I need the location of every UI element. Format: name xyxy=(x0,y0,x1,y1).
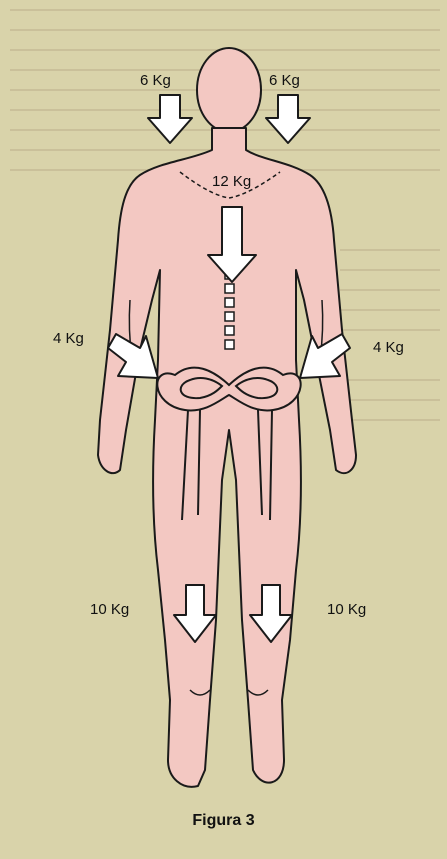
down-arrow-icon xyxy=(148,95,192,143)
right-arm-weight: 4 Kg xyxy=(373,339,404,356)
left-shoulder-weight: 6 Kg xyxy=(140,72,171,89)
spine-weight: 12 Kg xyxy=(212,173,251,190)
human-figure xyxy=(98,48,356,787)
head xyxy=(197,48,261,132)
right-shoulder-weight: 6 Kg xyxy=(269,72,300,89)
figure-caption: Figura 3 xyxy=(0,812,447,830)
right-leg-weight: 10 Kg xyxy=(327,601,366,618)
left-leg-weight: 10 Kg xyxy=(90,601,129,618)
down-arrow-icon xyxy=(266,95,310,143)
left-arm-weight: 4 Kg xyxy=(53,330,84,347)
